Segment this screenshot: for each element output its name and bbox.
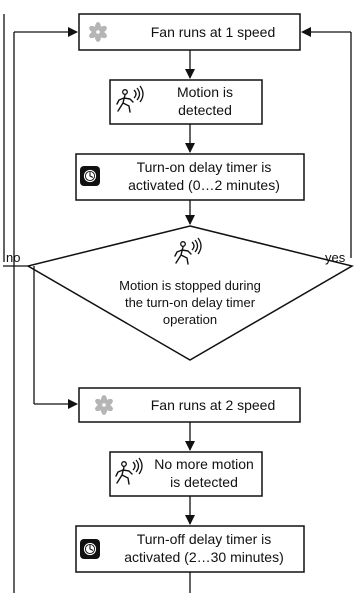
fan-speed-1-label: Fan runs at 1 speed xyxy=(151,24,276,40)
turn-off-timer-line2: activated (2…30 minutes) xyxy=(124,549,284,565)
timer-icon xyxy=(79,165,101,187)
node-turn-on-timer: Turn-on delay timer is activated (0…2 mi… xyxy=(75,153,305,201)
decision-line3: operation xyxy=(163,312,217,327)
turn-off-timer-line1: Turn-off delay timer is xyxy=(137,531,272,547)
motion-detected-line2: detected xyxy=(178,102,232,118)
timer-icon xyxy=(79,538,101,560)
node-fan-speed-2: Fan runs at 2 speed xyxy=(78,387,301,423)
yes-label: yes xyxy=(325,250,346,265)
fan-speed-2-label: Fan runs at 2 speed xyxy=(151,397,276,413)
node-decision: Motion is stopped during the turn-on del… xyxy=(26,225,354,361)
turn-on-timer-line2: activated (0…2 minutes) xyxy=(128,177,280,193)
no-label: no xyxy=(6,250,20,265)
no-more-motion-line1: No more motion xyxy=(154,456,254,472)
node-fan-speed-1: Fan runs at 1 speed xyxy=(78,13,301,51)
no-more-motion-line2: is detected xyxy=(170,474,238,490)
motion-detected-line1: Motion is xyxy=(177,84,233,100)
decision-line1: Motion is stopped during xyxy=(119,278,261,293)
node-turn-off-timer: Turn-off delay timer is activated (2…30 … xyxy=(75,525,305,573)
turn-on-timer-line1: Turn-on delay timer is xyxy=(137,159,272,175)
decision-line2: the turn-on delay timer xyxy=(125,295,256,310)
node-motion-detected: Motion is detected xyxy=(109,79,263,125)
node-no-more-motion: No more motion is detected xyxy=(109,451,263,497)
